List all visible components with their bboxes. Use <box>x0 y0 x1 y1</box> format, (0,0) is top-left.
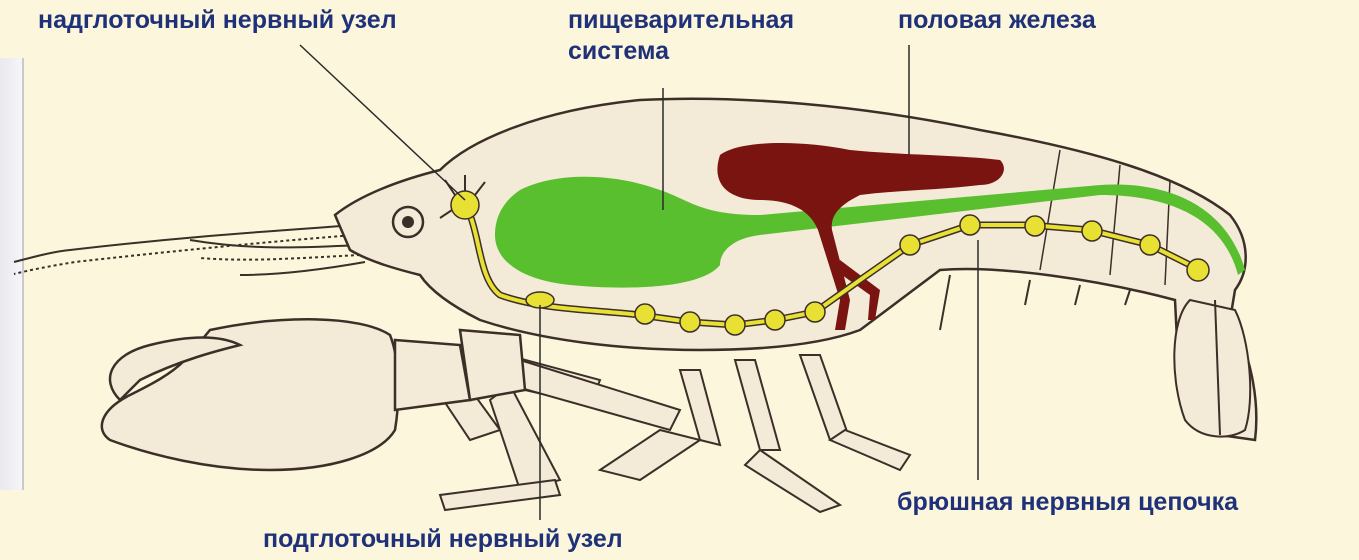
label-supraesophageal-ganglion: надглоточный нервный узел <box>38 5 397 36</box>
label-subesophageal-ganglion: подглоточный нервный узел <box>263 524 623 555</box>
label-ventral-nerve-cord: брюшная нервныя цепочка <box>897 487 1238 518</box>
label-digestive-system-line1: пищеварительная <box>568 5 794 36</box>
eye <box>393 207 423 237</box>
label-digestive-system: пищеварительная система <box>568 5 794 67</box>
antennae <box>14 225 365 275</box>
label-digestive-system-line2: система <box>568 36 794 67</box>
tail-fan <box>1174 300 1250 437</box>
claw <box>102 319 525 470</box>
label-gonad: половая железа <box>898 5 1096 36</box>
leader-line-supraesophageal <box>300 45 465 200</box>
